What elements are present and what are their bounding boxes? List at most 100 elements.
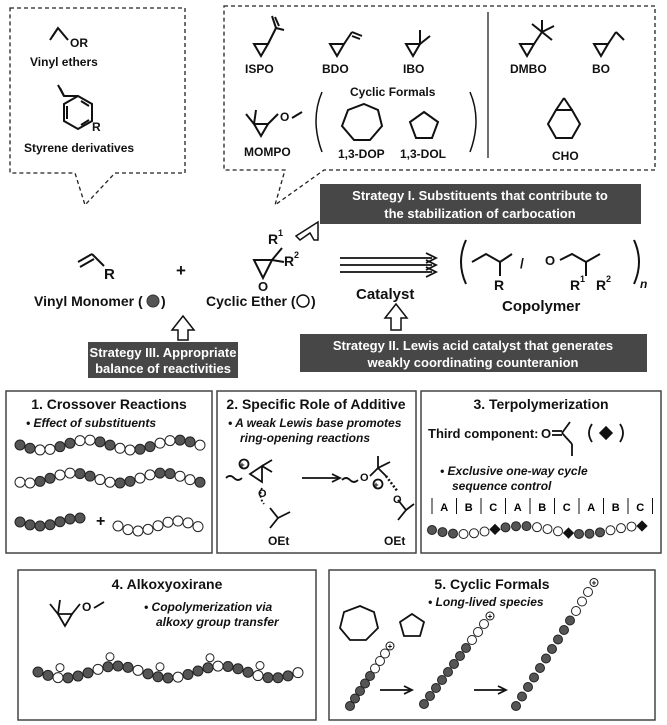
copolymer-label: Copolymer xyxy=(502,298,581,315)
chain-bead xyxy=(479,526,490,537)
chain-bead xyxy=(469,528,479,539)
panel-4-line1: • Copolymerization via xyxy=(144,600,273,614)
chain-bead xyxy=(449,659,459,669)
chain-bead xyxy=(122,661,134,673)
active-end-marker xyxy=(485,611,495,621)
panel-3-chain xyxy=(427,520,648,539)
panel-2-plus-2: + xyxy=(373,480,378,490)
chain-bead xyxy=(616,523,626,534)
chain-bead xyxy=(172,515,184,527)
chain-bead xyxy=(84,434,96,446)
panel-3-title: 3. Terpolymerization xyxy=(473,396,608,412)
chain-bead xyxy=(511,521,521,532)
chain-bead xyxy=(252,670,264,682)
chain-bead xyxy=(34,444,46,456)
strategy-1-line1: Strategy I. Substituents that contribute… xyxy=(352,188,608,203)
chain-bead xyxy=(184,474,196,486)
copolymer-r: R xyxy=(494,277,504,293)
panel-4-structure xyxy=(49,599,105,628)
vinyl-r: R xyxy=(104,266,115,283)
vinyl-close-paren: ) xyxy=(161,293,166,309)
chain-bead xyxy=(132,525,144,537)
reaction-arrows xyxy=(340,252,439,278)
chain-bead xyxy=(142,523,154,535)
chain-bead xyxy=(532,522,542,533)
panel-1-bullet: • Effect of substituents xyxy=(26,416,156,430)
chain-bead xyxy=(232,663,244,675)
chain-pendant xyxy=(155,662,165,672)
chain-bead xyxy=(272,672,284,684)
chain-bead xyxy=(194,439,206,451)
chain-bead xyxy=(62,672,74,684)
chain-bead xyxy=(375,656,385,666)
dop-label: 1,3-DOP xyxy=(338,147,385,161)
cyclic-ether-label: Cyclic Ether ( xyxy=(206,293,296,309)
copolymer-structure xyxy=(460,239,640,285)
chain-bead xyxy=(24,519,36,531)
chain-bead xyxy=(458,528,469,539)
chain-diamond xyxy=(636,520,648,532)
chain-bead xyxy=(122,524,134,536)
chain-bead xyxy=(14,476,26,488)
chain-bead xyxy=(565,615,575,626)
ispo-structure xyxy=(252,15,285,58)
chain-bead xyxy=(24,442,36,454)
ibo-label: IBO xyxy=(403,62,424,76)
ibo-structure xyxy=(404,30,431,58)
chain-bead xyxy=(194,476,206,488)
chain-bead xyxy=(102,661,114,673)
active-end-plus: + xyxy=(388,642,393,651)
chain-bead xyxy=(34,520,46,532)
chain-bead xyxy=(473,627,483,637)
chain-bead xyxy=(154,467,166,479)
chain-bead xyxy=(262,672,274,684)
vinyl-ether-structure xyxy=(49,26,69,41)
chain-bead xyxy=(355,686,365,696)
panel-1-plus: + xyxy=(96,513,105,530)
chain-bead xyxy=(467,635,477,645)
active-end-plus: + xyxy=(488,612,493,621)
panel-3-diamond xyxy=(598,425,614,441)
cyclic-ether-structure xyxy=(252,247,285,281)
chain-bead xyxy=(34,475,46,487)
chain-bead xyxy=(172,671,184,683)
chain-bead xyxy=(94,474,106,486)
chain-bead xyxy=(584,528,595,539)
sequence-letter: C xyxy=(563,502,571,514)
dol-structure xyxy=(408,110,440,139)
chain-diamond xyxy=(562,527,575,539)
chain-bead xyxy=(443,667,453,677)
panel-alkoxyoxirane: 4. Alkoxyoxirane O • Copolymerization vi… xyxy=(17,569,317,721)
strategy-3-line2: balance of reactivities xyxy=(95,361,231,376)
chain-bead xyxy=(14,516,26,528)
panel-additive: 2. Specific Role of Additive • A weak Le… xyxy=(216,390,417,554)
mompo-structure xyxy=(245,109,303,138)
vinyl-ether-group: OR xyxy=(70,36,88,50)
panel-2-oet-2: OEt xyxy=(384,534,405,548)
ether-ring-o: O xyxy=(258,279,268,294)
cyclic-ether-box: ISPO BDO IBO DMBO BO xyxy=(223,5,656,207)
sequence-letter: C xyxy=(489,502,497,514)
chain-bead xyxy=(184,436,196,448)
chain-bead xyxy=(574,528,584,539)
right-bracket xyxy=(469,91,477,153)
chain-bead xyxy=(174,434,186,446)
copolymer-r1-sup: 1 xyxy=(580,274,585,284)
chain-bead xyxy=(112,520,124,532)
mompo-label: MOMPO xyxy=(244,145,291,159)
panel-2-o3: O xyxy=(393,494,402,506)
sequence-letter: B xyxy=(538,502,546,514)
ether-r1-sup: 1 xyxy=(278,228,283,238)
panel-2-plus-1: + xyxy=(239,460,244,470)
chain-bead xyxy=(64,513,76,525)
panel-crossover: 1. Crossover Reactions • Effect of subst… xyxy=(5,390,213,554)
chain-bead xyxy=(479,619,489,629)
chain-bead xyxy=(523,682,533,692)
chain-bead xyxy=(605,525,616,536)
chain-bead xyxy=(350,693,360,704)
ispo-label: ISPO xyxy=(245,62,274,76)
chain-bead xyxy=(292,667,304,679)
sequence-letter: A xyxy=(587,502,595,514)
panel-4-title: 4. Alkoxyoxirane xyxy=(112,576,223,592)
active-end-marker xyxy=(385,641,395,651)
